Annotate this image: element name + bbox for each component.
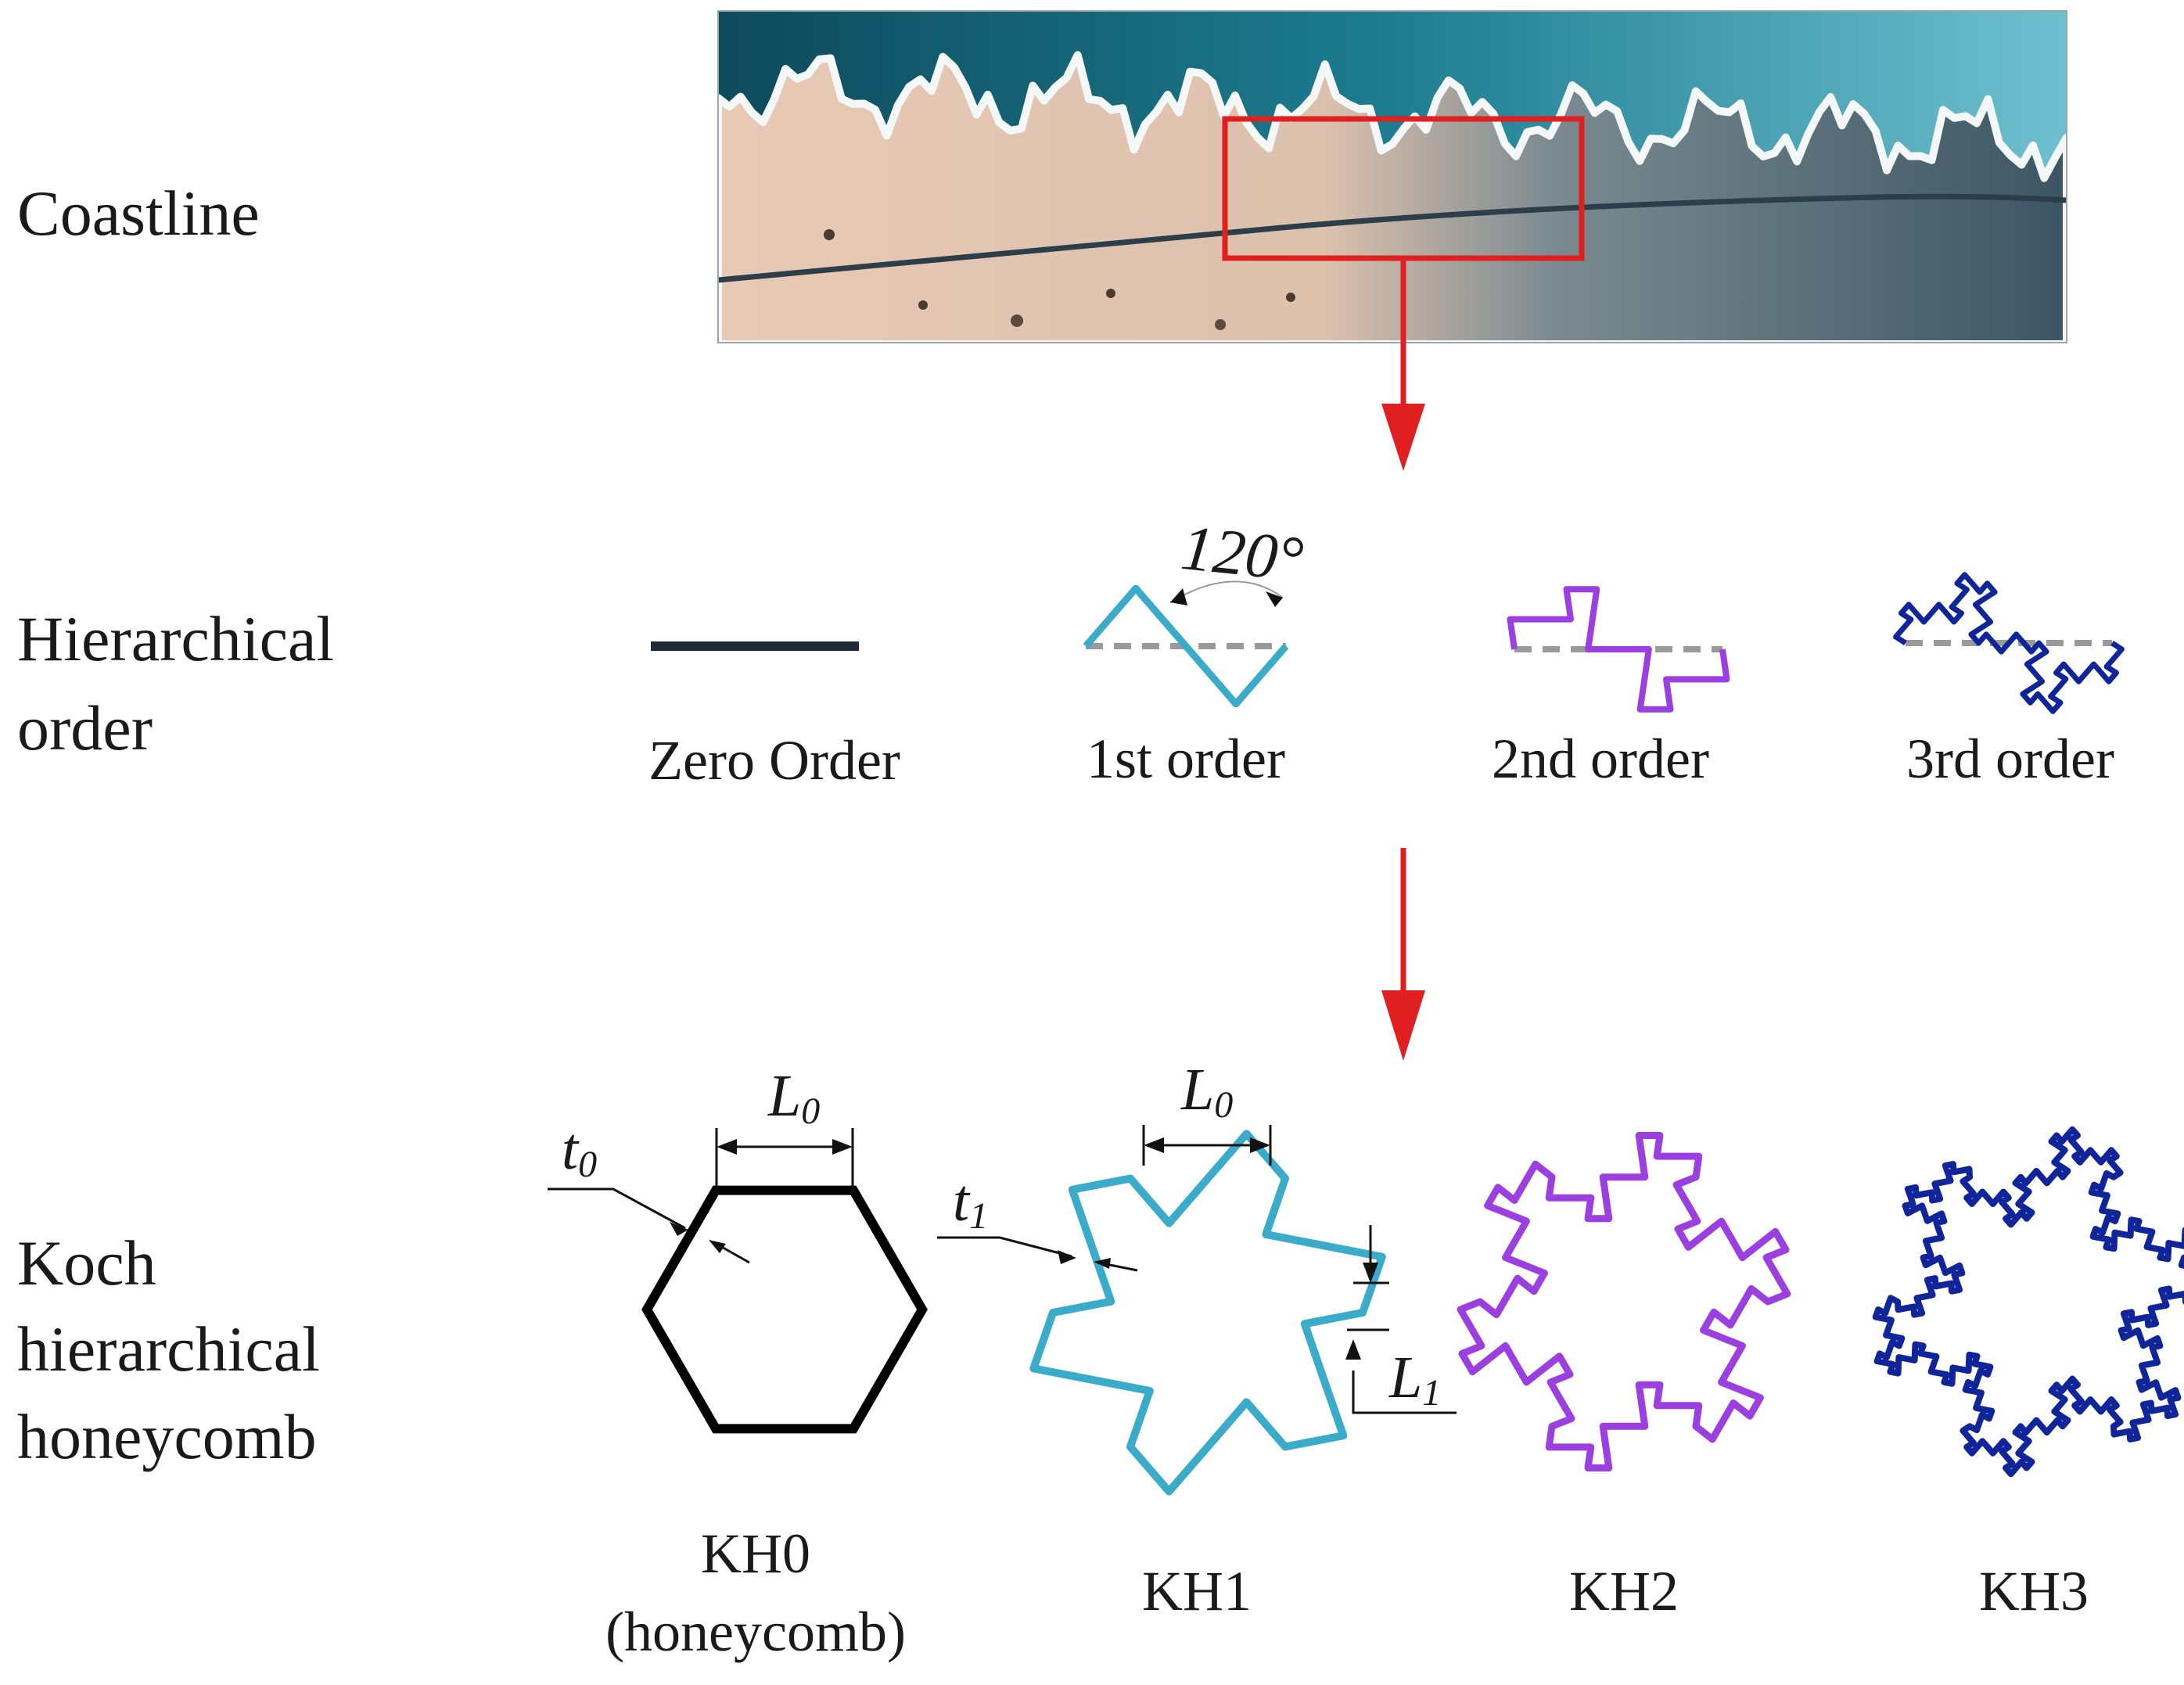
svg-text:L1: L1: [1388, 1345, 1441, 1414]
order-2-curve: [1507, 586, 1730, 713]
dimension-t0-kh0: t0: [548, 1116, 750, 1264]
photo-frame: [717, 10, 2067, 343]
cell-kh2-koch-curve: [1457, 1132, 1791, 1471]
order-2-polyline: [1507, 586, 1730, 713]
order-label-zero: Zero Order: [648, 729, 900, 792]
svg-text:L0: L0: [1180, 1057, 1233, 1126]
row-label-hierarchical-order-line2: order: [17, 692, 153, 763]
dim-t1-sub: 1: [969, 1195, 988, 1237]
dim-L0-sub: 0: [801, 1090, 820, 1132]
kh1-outline: [1029, 1130, 1386, 1496]
angle-label: 120°: [1178, 512, 1306, 595]
svg-text:t0: t0: [562, 1116, 597, 1185]
cell-label-kh0: KH0: [701, 1522, 810, 1585]
cell-label-kh3: KH3: [1979, 1560, 2089, 1622]
row-label-koch-line2: hierarchical: [17, 1313, 320, 1385]
order-label-second: 2nd order: [1492, 728, 1709, 790]
row-label-coastline: Coastline: [17, 178, 260, 249]
row-label-koch-line1: Koch: [17, 1227, 156, 1299]
order-1-curve: [1083, 584, 1289, 708]
dim-L0b-base: L: [1180, 1057, 1214, 1123]
dimension-L1-kh1: L1: [1345, 1225, 1457, 1414]
connector-arrow-1-head: [1381, 404, 1425, 471]
order-3-polyline: [1893, 572, 2125, 714]
row-label-koch-line3: honeycomb: [17, 1401, 317, 1472]
dimension-t1-kh1: t1: [937, 1168, 1138, 1272]
svg-text:L0: L0: [767, 1063, 820, 1132]
connector-arrow-2-head: [1381, 990, 1425, 1061]
order-label-third: 3rd order: [1906, 728, 2114, 790]
cell-sublabel-kh0: (honeycomb): [605, 1601, 906, 1663]
dimension-L0-kh1: L0: [1142, 1057, 1272, 1166]
dim-t1-base: t: [953, 1168, 971, 1234]
dim-t0-sub: 0: [578, 1144, 597, 1185]
order-label-first: 1st order: [1087, 728, 1285, 790]
angle-annotation: 120°: [1169, 512, 1306, 607]
kh0-outline: [641, 1185, 928, 1434]
aerial-coastline-photo: [718, 11, 2067, 343]
order-1-polyline: [1083, 584, 1289, 708]
row-label-hierarchical-order-line1: Hierarchical: [17, 603, 334, 674]
cell-label-kh1: KH1: [1142, 1560, 1252, 1622]
dim-L0-base: L: [767, 1063, 801, 1129]
dim-L1-sub: 1: [1422, 1372, 1441, 1414]
kh3-outline: [1872, 1126, 2184, 1478]
kh2-outline: [1457, 1132, 1791, 1471]
svg-text:t1: t1: [953, 1168, 988, 1237]
cell-kh1-koch-curve: [1029, 1130, 1386, 1496]
dim-L1-base: L: [1388, 1345, 1422, 1410]
cell-kh0-hexagon: [641, 1185, 928, 1434]
dimension-L0-kh0: L0: [715, 1063, 854, 1192]
dim-L0b-sub: 0: [1214, 1084, 1233, 1126]
dim-t0-base: t: [562, 1116, 580, 1182]
order-3-curve: [1893, 572, 2125, 714]
cell-label-kh2: KH2: [1569, 1560, 1679, 1622]
cell-kh3-koch-curve: [1872, 1126, 2184, 1478]
